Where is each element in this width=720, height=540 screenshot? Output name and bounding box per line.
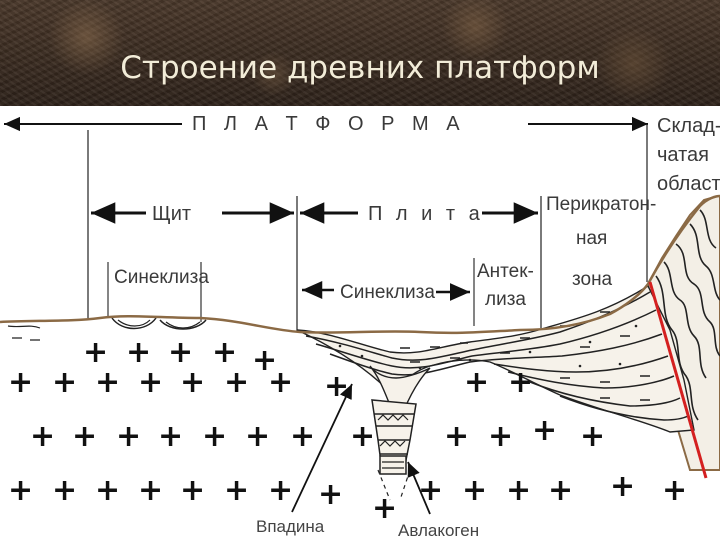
svg-text:+: + (610, 469, 635, 504)
svg-text:+: + (268, 365, 293, 400)
aulacogen-label: Авлакоген (398, 521, 479, 540)
svg-text:+: + (202, 419, 227, 454)
svg-text:+: + (506, 473, 531, 508)
svg-text:+: + (488, 419, 513, 454)
svg-text:+: + (158, 419, 183, 454)
pericraton-line-3: зона (572, 269, 613, 290)
svg-text:+: + (138, 365, 163, 400)
pericraton-line-2: ная (576, 228, 607, 249)
svg-text:+: + (224, 473, 249, 508)
svg-text:+: + (548, 473, 573, 508)
depression-label: Впадина (256, 517, 325, 536)
svg-text:+: + (72, 419, 97, 454)
svg-text:+: + (245, 419, 270, 454)
anteclise-label: Антек- лиза (477, 261, 534, 310)
svg-text:+: + (508, 365, 533, 400)
svg-text:+: + (662, 473, 687, 508)
svg-text:+: + (52, 473, 77, 508)
svg-text:+: + (532, 413, 557, 448)
svg-text:+: + (290, 419, 315, 454)
fold-area-line-3: область (657, 173, 720, 195)
anteclise-line-2: лиза (485, 289, 526, 310)
svg-text:+: + (464, 365, 489, 400)
svg-text:+: + (52, 365, 77, 400)
pericraton-line-1: Перикратон- (546, 194, 656, 215)
svg-text:+: + (116, 419, 141, 454)
svg-text:+: + (444, 419, 469, 454)
svg-text:+: + (580, 419, 605, 454)
svg-text:+: + (350, 419, 375, 454)
svg-text:+: + (224, 365, 249, 400)
svg-text:+: + (268, 473, 293, 508)
svg-text:+: + (180, 473, 205, 508)
fold-area-label: Склад- чатая область (657, 115, 720, 195)
svg-text:+: + (30, 419, 55, 454)
svg-text:+: + (8, 473, 33, 508)
svg-text:+: + (462, 473, 487, 508)
syneclise-mid-label: Синеклиза (340, 282, 435, 303)
shield-label: Щит (152, 203, 191, 225)
syneclise-left-label: Синеклиза (114, 267, 209, 288)
platform-label: П Л А Т Ф О Р М А (192, 113, 466, 135)
svg-text:+: + (138, 473, 163, 508)
plate-label: П л и т а (368, 203, 484, 225)
svg-text:+: + (95, 365, 120, 400)
anteclise-line-1: Антек- (477, 261, 534, 282)
fold-area-line-1: Склад- (657, 115, 720, 137)
fold-area-line-2: чатая (657, 144, 709, 166)
svg-text:+: + (180, 365, 205, 400)
svg-text:+: + (95, 473, 120, 508)
pericraton-zone-label: Перикратон- ная зона (546, 194, 656, 290)
svg-text:+: + (418, 473, 443, 508)
svg-text:+: + (318, 477, 343, 512)
svg-text:+: + (8, 365, 33, 400)
svg-text:+: + (372, 491, 397, 526)
